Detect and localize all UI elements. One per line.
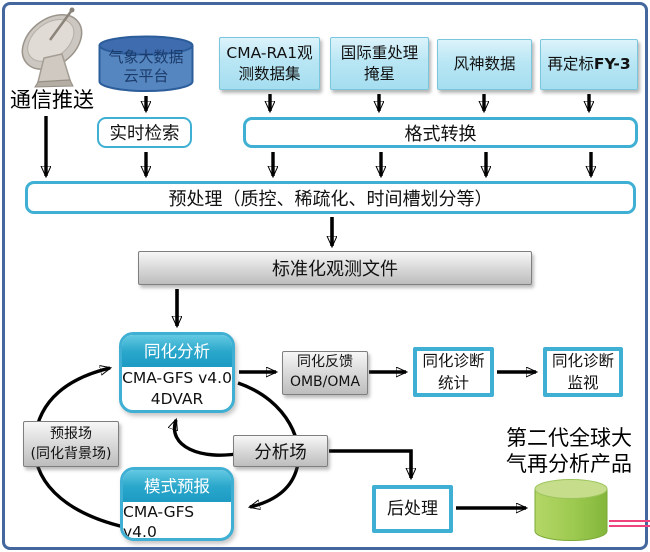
pink-marker-line-2 [609,525,650,527]
model-forecast-title: 模式预报 [123,470,231,502]
pink-marker-line-1 [609,520,650,522]
diag-monitor-box: 同化诊断 监视 [543,347,623,397]
format-conversion-box: 格式转换 [243,117,638,148]
cloud-platform-label: 气象大数据 云平台 [108,47,184,86]
recalib-fy3-text: FY-3 [593,55,631,74]
arc-analysis-to-assim [175,420,243,457]
product-cylinder [533,477,609,543]
source-box-cma-ra1: CMA-RA1观 测数据集 [219,37,320,90]
source-box-occultation: 国际重处理 掩星 [330,37,429,90]
forecast-field-box: 预报场 (同化背景场) [23,421,119,467]
model-forecast-panel: 模式预报 CMA-GFS v4.0 [120,467,234,541]
std-obs-file-box: 标准化观测文件 [138,251,532,285]
assim-4dvar: 4DVAR [150,389,204,408]
assim-model-version: CMA-GFS v4.0 [122,369,232,388]
recalib-text: 再定标 [547,55,594,74]
assimilation-analysis-title: 同化分析 [122,335,232,367]
cloud-platform-cylinder: 气象大数据 云平台 [97,35,195,94]
arrow-analysis-to-postprocess [329,449,411,478]
comm-push-label: 通信推送 [10,88,94,112]
assim-feedback-box: 同化反馈 OMB/OMA [282,351,368,395]
postprocess-box: 后处理 [372,485,453,533]
analysis-field-box: 分析场 [233,435,328,467]
satellite-dish-icon [21,7,83,88]
product-label: 第二代全球大 气再分析产品 [506,425,632,476]
realtime-search-box: 实时检索 [97,117,192,148]
source-box-fengshen: 风神数据 [437,39,532,90]
diag-statistics-box: 同化诊断 统计 [413,347,494,397]
assimilation-analysis-panel: 同化分析 CMA-GFS v4.0 4DVAR [119,332,235,413]
preprocess-box: 预处理（质控、稀疏化、时间槽划分等） [25,181,636,214]
model-version: CMA-GFS v4.0 [123,503,195,541]
